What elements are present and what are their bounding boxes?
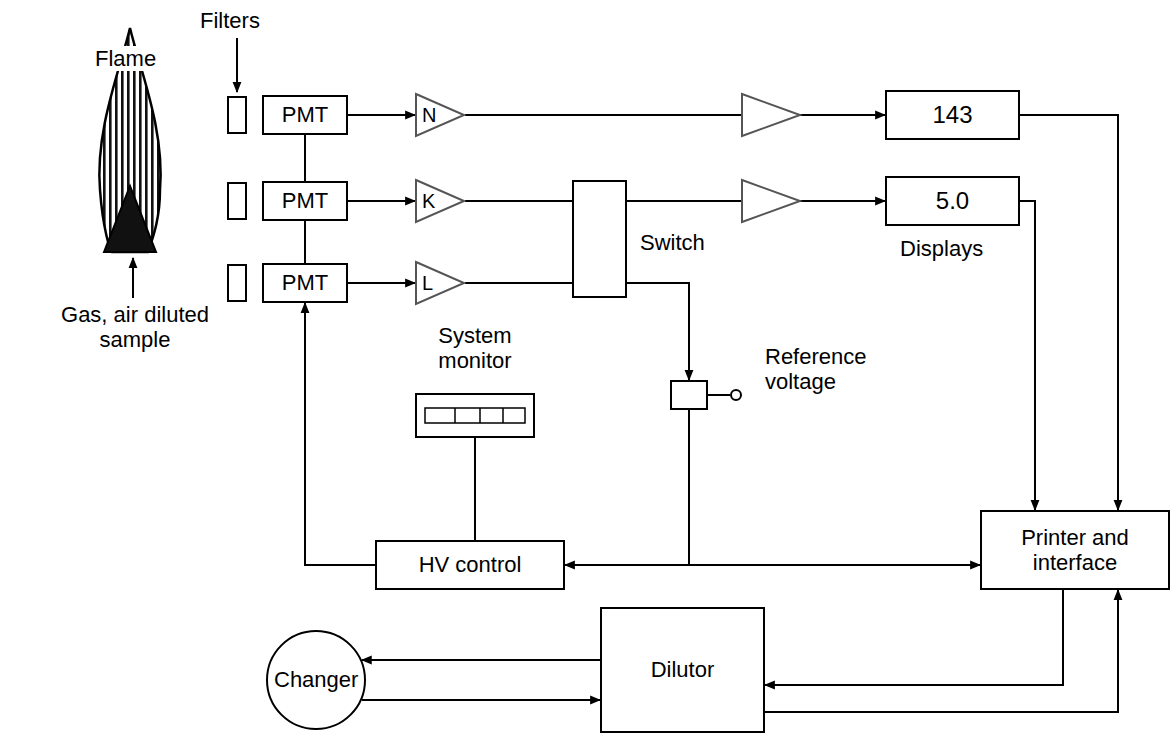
signal-line	[765, 590, 1118, 712]
gas-inlet-arrow	[132, 258, 134, 298]
part-label: Reference voltage	[765, 344, 940, 395]
photomultiplier-box: PMT	[262, 263, 348, 303]
node-text: PMT	[282, 270, 328, 295]
signal-line	[348, 200, 415, 202]
node-text: PMT	[282, 188, 328, 213]
reference-terminal	[708, 390, 741, 400]
display-box: 5.0	[885, 176, 1020, 226]
signal-line	[348, 282, 415, 284]
changer-circle: Changer	[266, 630, 366, 730]
signal-line	[1020, 201, 1035, 510]
optical-filter	[228, 97, 246, 301]
signal-line	[689, 410, 980, 565]
filters-leader	[236, 38, 238, 92]
photomultiplier-box: PMT	[262, 181, 348, 221]
hv-control-box: HV control	[375, 540, 565, 590]
node-text: PMT	[282, 102, 328, 127]
sample-label: Gas, air diluted sample	[55, 302, 215, 353]
signal-line	[362, 659, 600, 661]
displays-label: Displays	[900, 236, 983, 261]
signal-line	[765, 590, 1063, 685]
system-monitor-outline	[415, 393, 535, 438]
signal-line	[1020, 115, 1118, 510]
part-label: System monitor	[410, 323, 540, 374]
amplifier-letter: K	[422, 190, 435, 213]
node-text: HV control	[419, 552, 522, 577]
switch-box: Switch	[572, 180, 627, 298]
signal-line	[348, 114, 415, 116]
photomultiplier-box: PMT	[262, 95, 348, 135]
amplifier-symbol	[742, 94, 800, 222]
signal-line	[305, 303, 375, 565]
signal-line	[465, 114, 885, 116]
amplifier-symbol: N	[415, 93, 465, 137]
flame-label: Flame	[92, 46, 159, 71]
signal-line	[362, 699, 600, 701]
node-text: 5.0	[936, 187, 969, 215]
system-monitor: System monitor	[415, 393, 535, 438]
dilutor-box: Dilutor	[600, 607, 765, 733]
node-text: 143	[932, 101, 972, 129]
node-text: Printer and interface	[988, 525, 1162, 576]
amplifier-letter: L	[422, 272, 433, 295]
switch-box-outline	[572, 180, 627, 298]
node-text: Dilutor	[651, 657, 715, 682]
reference-box: Reference voltage	[670, 380, 708, 410]
signal-line	[565, 410, 689, 565]
filters-label: Filters	[200, 8, 260, 33]
reference-box-outline	[670, 380, 708, 410]
signal-line	[465, 200, 572, 202]
amplifier-symbol: L	[415, 261, 465, 305]
amplifier-letter: N	[422, 104, 436, 127]
printer-interface-box: Printer and interface	[980, 510, 1170, 590]
node-text: Changer	[274, 667, 358, 692]
amplifier-symbol: K	[415, 179, 465, 223]
signal-line	[304, 135, 306, 181]
signal-line	[304, 221, 306, 263]
signal-line	[465, 282, 572, 284]
display-box: 143	[885, 90, 1020, 140]
signal-line	[627, 283, 689, 380]
part-label: Switch	[640, 230, 750, 255]
signal-line	[474, 438, 476, 540]
